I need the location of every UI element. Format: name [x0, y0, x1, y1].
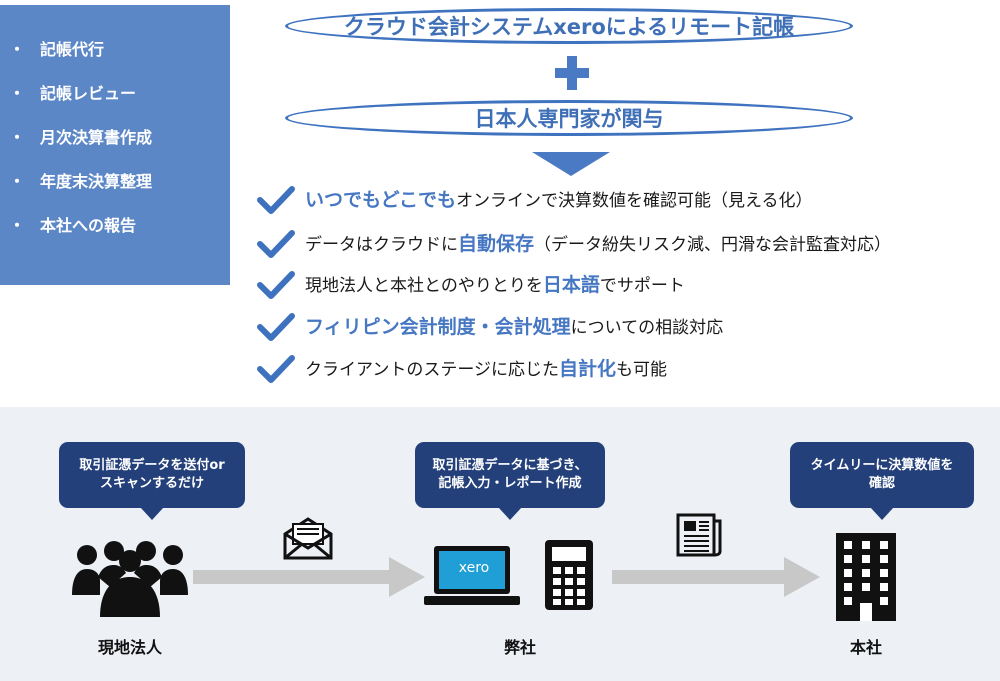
benefit-highlight: 自計化: [558, 358, 616, 380]
check-icon: [257, 271, 295, 299]
sidebar-item-label: 記帳代行: [40, 40, 105, 59]
service-sidebar: ・ 記帳代行 ・ 記帳レビュー ・ 月次決算書作成 ・ 年度末決算整理 ・ 本社…: [0, 5, 230, 285]
bubble-our-firm: 取引証憑データに基づき、記帳入力・レポート作成: [415, 442, 605, 520]
sidebar-item-yearend: ・ 年度末決算整理: [0, 167, 230, 197]
xero-logo: xero: [458, 560, 490, 576]
building-icon: [836, 533, 896, 621]
sidebar-item-bookkeeping: ・ 記帳代行: [0, 35, 230, 65]
plus-icon-vertical: [567, 56, 577, 90]
flow-arrow-2: [612, 557, 820, 597]
benefit-highlight: フィリピン会計制度・会計処理: [305, 316, 571, 338]
check-icon: [257, 313, 295, 341]
entity-label-firm: 弊社: [503, 638, 536, 657]
benefit-highlight: いつでもどこでも: [305, 189, 457, 211]
calculator-icon: [545, 540, 593, 610]
envelope-icon: [283, 517, 333, 560]
title-pill-experts: 日本人専門家が関与: [285, 100, 853, 136]
down-triangle-icon: [532, 152, 610, 176]
title-pill-xero: クラウド会計システムxeroによるリモート記帳: [285, 8, 853, 44]
benefit-highlight: 自動保存: [458, 233, 535, 255]
benefit-highlight: 日本語: [542, 274, 600, 296]
check-icon: [257, 355, 295, 383]
check-icon: [257, 230, 295, 258]
newspaper-icon: [676, 513, 722, 557]
sidebar-item-report: ・ 本社への報告: [0, 211, 230, 241]
entity-label-local: 現地法人: [97, 638, 162, 657]
sidebar-item-label: 月次決算書作成: [40, 128, 153, 147]
people-icon: [72, 541, 188, 617]
sidebar-item-label: 本社への報告: [40, 216, 137, 235]
laptop-icon: [424, 546, 520, 605]
check-icon: [257, 186, 295, 214]
bubble-headquarters: タイムリーに決算数値を確認: [790, 442, 974, 520]
flow-arrow-1: [193, 557, 425, 597]
sidebar-item-monthly: ・ 月次決算書作成: [0, 123, 230, 153]
sidebar-item-review: ・ 記帳レビュー: [0, 79, 230, 109]
sidebar-item-label: 記帳レビュー: [40, 84, 137, 103]
sidebar-item-label: 年度末決算整理: [40, 172, 153, 191]
entity-label-hq: 本社: [849, 638, 882, 657]
